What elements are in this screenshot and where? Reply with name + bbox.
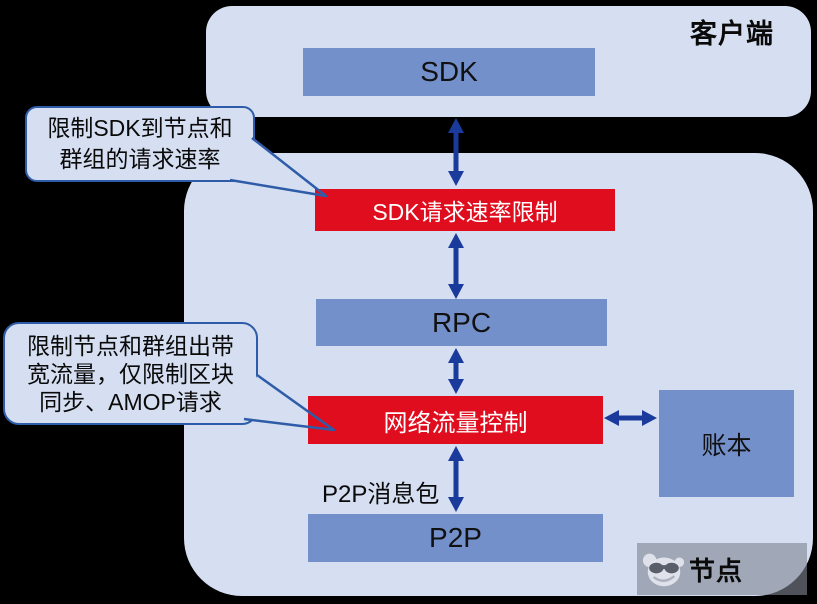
callout-bandwidth-line2: 宽流量，仅限制区块 bbox=[27, 361, 234, 387]
monkey-face-icon bbox=[642, 553, 685, 587]
callout-bandwidth: 限制节点和群组出带 宽流量，仅限制区块 同步、AMOP请求 bbox=[3, 322, 258, 425]
sdk-rate-limit-label: SDK请求速率限制 bbox=[372, 199, 558, 225]
callout-sdk-rate-line1: 限制SDK到节点和 bbox=[47, 115, 233, 141]
sdk-box: SDK bbox=[303, 48, 595, 96]
traffic-control-label: 网络流量控制 bbox=[383, 409, 528, 437]
p2p-packet-label: P2P消息包 bbox=[322, 481, 440, 508]
traffic-control-box: 网络流量控制 bbox=[308, 396, 603, 444]
ledger-label: 账本 bbox=[701, 431, 752, 460]
p2p-label: P2P bbox=[429, 522, 482, 553]
rpc-box: RPC bbox=[316, 299, 607, 346]
ledger-box: 账本 bbox=[659, 390, 794, 497]
callout-bandwidth-line1: 限制节点和群组出带 bbox=[27, 333, 234, 359]
client-label: 客户端 bbox=[690, 19, 774, 49]
callout-sdk-rate: 限制SDK到节点和 群组的请求速率 bbox=[25, 106, 255, 182]
node-label: 节点 bbox=[689, 555, 744, 586]
rpc-label: RPC bbox=[431, 306, 492, 338]
node-watermark: 节点 bbox=[637, 543, 807, 595]
sdk-rate-limit-box: SDK请求速率限制 bbox=[315, 189, 615, 231]
sdk-label: SDK bbox=[420, 56, 478, 87]
callout-bandwidth-line3: 同步、AMOP请求 bbox=[39, 389, 222, 415]
p2p-box: P2P bbox=[308, 514, 603, 562]
callout-sdk-rate-line2: 群组的请求速率 bbox=[59, 146, 221, 172]
